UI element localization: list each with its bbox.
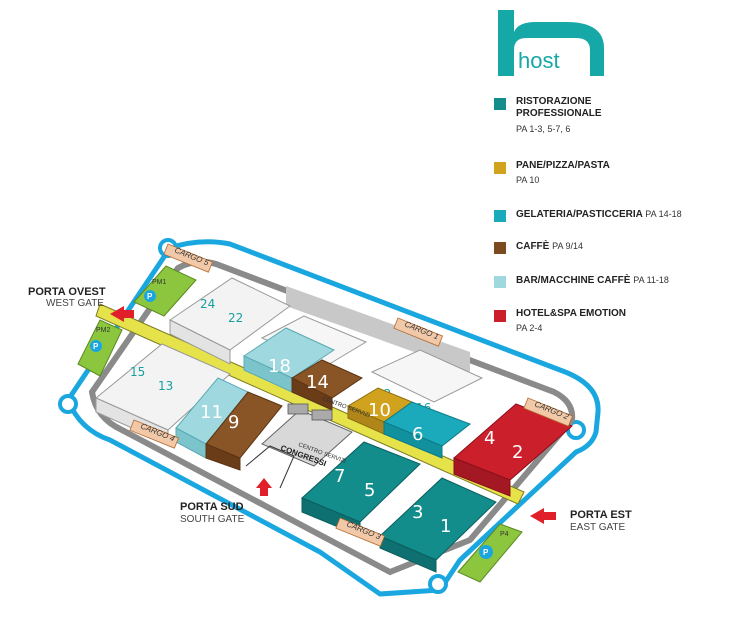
east-gate-arrow-icon	[530, 508, 556, 524]
legend-swatch	[494, 98, 506, 110]
host-logo	[498, 10, 604, 76]
legend-label: BAR/MACCHINE CAFFÈ PA 11-18	[516, 275, 669, 286]
legend-sub: PA 1-3, 5-7, 6	[516, 124, 571, 134]
east-gate-subtitle: EAST GATE	[570, 522, 626, 533]
hall-label-9: 9	[228, 412, 239, 433]
hall-label-18: 18	[268, 356, 291, 377]
hall-9[interactable]: 9	[205, 391, 283, 471]
legend-sub: PA 2-4	[516, 323, 543, 333]
hall-label-15: 15	[130, 365, 145, 379]
hall-label-1: 1	[440, 516, 451, 537]
hall-label-4: 4	[484, 428, 495, 449]
parking-p4[interactable]: P4 P	[457, 523, 523, 583]
east-gate-title: PORTA EST	[570, 509, 632, 521]
hall-label-14: 14	[306, 372, 329, 393]
parking-p4-p: P	[483, 548, 489, 557]
legend-swatch	[494, 210, 506, 222]
legend-swatch	[494, 276, 506, 288]
legend-swatch	[494, 162, 506, 174]
legend-swatch	[494, 242, 506, 254]
hall-label-7: 7	[334, 466, 345, 487]
hall-label-2: 2	[512, 442, 523, 463]
legend-label: PANE/PIZZA/PASTA	[516, 160, 610, 171]
hall-label-6: 6	[412, 424, 423, 445]
hall-4-2[interactable]: 4 2	[453, 403, 573, 497]
west-gate-arrow-icon	[110, 306, 134, 322]
hall-label-3: 3	[412, 502, 423, 523]
parking-p4-label: P4	[500, 531, 509, 538]
legend-swatch	[494, 310, 506, 322]
south-gate-title: PORTA SUD	[180, 501, 244, 513]
parking-pm2-p: P	[93, 342, 99, 351]
legend-sub: PA 10	[516, 175, 540, 185]
logo-wordmark: host	[518, 48, 560, 73]
hall-6[interactable]: 6	[382, 401, 472, 459]
hall-18[interactable]: 18	[242, 327, 336, 393]
west-gate-subtitle: WEST GATE	[46, 298, 104, 309]
west-gate-title: PORTA OVEST	[28, 286, 106, 298]
roundabout	[58, 394, 78, 414]
roundabout	[428, 574, 448, 594]
hall-14[interactable]: 14	[290, 359, 364, 411]
parking-pm1[interactable]: PM1 P	[133, 265, 197, 317]
hall-label-13: 13	[158, 379, 173, 393]
hall-24-22[interactable]: 24 22	[169, 277, 291, 365]
hall-11[interactable]: 11	[175, 377, 249, 459]
hall-label-22: 22	[228, 311, 243, 325]
legend-label: HOTEL&SPA EMOTION	[516, 308, 626, 319]
south-gate-subtitle: SOUTH GATE	[180, 514, 245, 525]
parking-pm1-label: PM1	[152, 279, 167, 286]
south-gate-arrow-icon	[256, 478, 272, 496]
hall-label-11: 11	[200, 402, 223, 423]
parking-pm2[interactable]: PM2 P	[77, 319, 123, 377]
parking-pm2-label: PM2	[96, 327, 111, 334]
legend-label: GELATERIA/PASTICCERIA PA 14-18	[516, 209, 682, 220]
hall-label-5: 5	[364, 480, 375, 501]
parking-pm1-p: P	[147, 292, 153, 301]
hall-label-10: 10	[368, 400, 391, 421]
hall-label-24: 24	[200, 297, 215, 311]
hall-3-1[interactable]: 3 1	[379, 477, 497, 573]
legend-label: CAFFÈ PA 9/14	[516, 241, 583, 252]
ring-road	[65, 239, 601, 597]
